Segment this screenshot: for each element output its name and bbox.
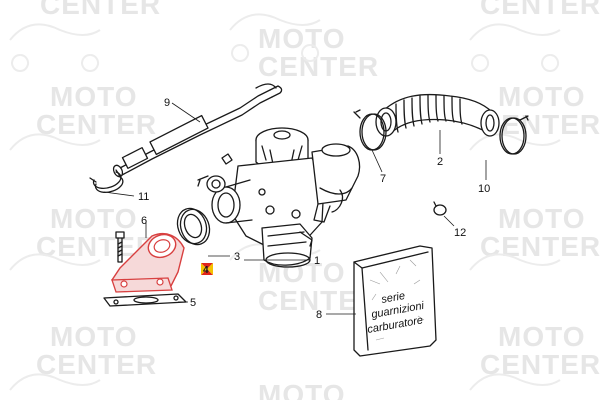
callout-8: 8 xyxy=(316,309,322,321)
flange-gasket-part[interactable] xyxy=(103,293,187,307)
callout-1: 1 xyxy=(314,255,320,267)
hose-clamp-right-part[interactable] xyxy=(499,115,529,155)
callout-4: 4 xyxy=(203,265,209,276)
watermark-text: CENTER xyxy=(36,349,157,380)
crosshair-marker-icon[interactable]: 4 xyxy=(200,262,214,276)
watermark-text: MOTO xyxy=(258,379,345,400)
callout-10: 10 xyxy=(478,183,490,195)
callout-labels: 9 11 6 3 5 1 8 7 2 10 12 xyxy=(138,97,490,321)
gasket-kit-bag-part[interactable]: serie guarnizioni carburatore xyxy=(353,245,437,357)
callout-9: 9 xyxy=(164,97,170,109)
watermark-text: MOTO xyxy=(498,203,585,234)
watermark-text: MOTO xyxy=(498,321,585,352)
watermark-text: MOTO xyxy=(50,203,137,234)
watermark-scooter-logos xyxy=(9,13,561,391)
callout-6: 6 xyxy=(141,215,147,227)
callout-12: 12 xyxy=(454,227,466,239)
watermark-text: CENTER xyxy=(40,0,161,20)
callout-3: 3 xyxy=(234,251,240,263)
callout-7: 7 xyxy=(380,173,386,185)
callout-11: 11 xyxy=(138,191,149,203)
gasket-bag-label-line1: serie xyxy=(380,290,406,306)
watermark-text: MOTO xyxy=(498,81,585,112)
callout-5: 5 xyxy=(190,297,196,309)
intake-hose-part[interactable] xyxy=(375,93,500,137)
watermark-text: CENTER xyxy=(480,0,600,20)
o-ring-part[interactable] xyxy=(173,204,215,248)
watermark-text: CENTER xyxy=(36,109,157,140)
watermark-text: MOTO xyxy=(50,81,137,112)
clamp-ring-part[interactable] xyxy=(89,169,124,193)
leader-lines xyxy=(103,102,487,315)
small-ring-part[interactable] xyxy=(433,201,447,216)
watermark-text: MOTO xyxy=(50,321,137,352)
watermark-text: CENTER xyxy=(480,231,600,262)
callout-2: 2 xyxy=(437,156,443,168)
bolt-part[interactable] xyxy=(115,231,125,263)
carburetor-body-part[interactable] xyxy=(197,127,361,268)
throttle-cable-part[interactable] xyxy=(112,83,283,178)
intake-manifold-part[interactable] xyxy=(111,231,185,293)
watermark-text: MOTO xyxy=(258,23,345,54)
